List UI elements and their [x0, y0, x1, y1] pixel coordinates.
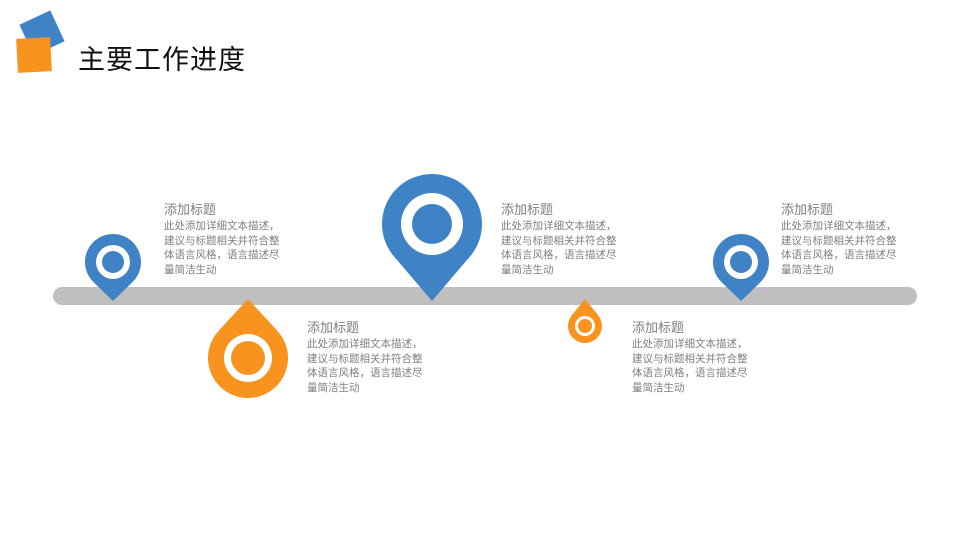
logo-squares-icon [16, 10, 65, 73]
milestone-title: 添加标题 [307, 321, 360, 336]
milestone-1: 添加标题 此处添加详细文本描述， 建议与标题相关并符合整 体语言风格，语言描述尽… [164, 202, 314, 277]
milestone-desc: 此处添加详细文本描述， 建议与标题相关并符合整 体语言风格，语言描述尽 量简洁生… [164, 220, 280, 276]
drop-marker-4-icon [568, 299, 602, 343]
pin-marker-1-icon [85, 234, 141, 301]
milestone-2: 添加标题 此处添加详细文本描述， 建议与标题相关并符合整 体语言风格，语言描述尽… [307, 320, 457, 395]
milestone-desc: 此处添加详细文本描述， 建议与标题相关并符合整 体语言风格，语言描述尽 量简洁生… [501, 220, 617, 276]
milestone-desc: 此处添加详细文本描述， 建议与标题相关并符合整 体语言风格，语言描述尽 量简洁生… [781, 220, 897, 276]
milestone-3: 添加标题 此处添加详细文本描述， 建议与标题相关并符合整 体语言风格，语言描述尽… [501, 202, 651, 277]
milestone-5: 添加标题 此处添加详细文本描述， 建议与标题相关并符合整 体语言风格，语言描述尽… [781, 202, 931, 277]
timeline-track [53, 287, 917, 305]
pin-marker-5-icon [713, 234, 769, 301]
milestone-title: 添加标题 [501, 203, 554, 218]
milestone-title: 添加标题 [632, 321, 685, 336]
pin-marker-3-icon [382, 174, 482, 301]
milestone-title: 添加标题 [164, 203, 217, 218]
page-title: 主要工作进度 [78, 45, 246, 76]
milestone-4: 添加标题 此处添加详细文本描述， 建议与标题相关并符合整 体语言风格，语言描述尽… [632, 320, 782, 395]
milestone-desc: 此处添加详细文本描述， 建议与标题相关并符合整 体语言风格，语言描述尽 量简洁生… [632, 338, 748, 394]
milestone-title: 添加标题 [781, 203, 834, 218]
milestone-desc: 此处添加详细文本描述， 建议与标题相关并符合整 体语言风格，语言描述尽 量简洁生… [307, 338, 423, 394]
drop-marker-2-icon [208, 299, 288, 398]
